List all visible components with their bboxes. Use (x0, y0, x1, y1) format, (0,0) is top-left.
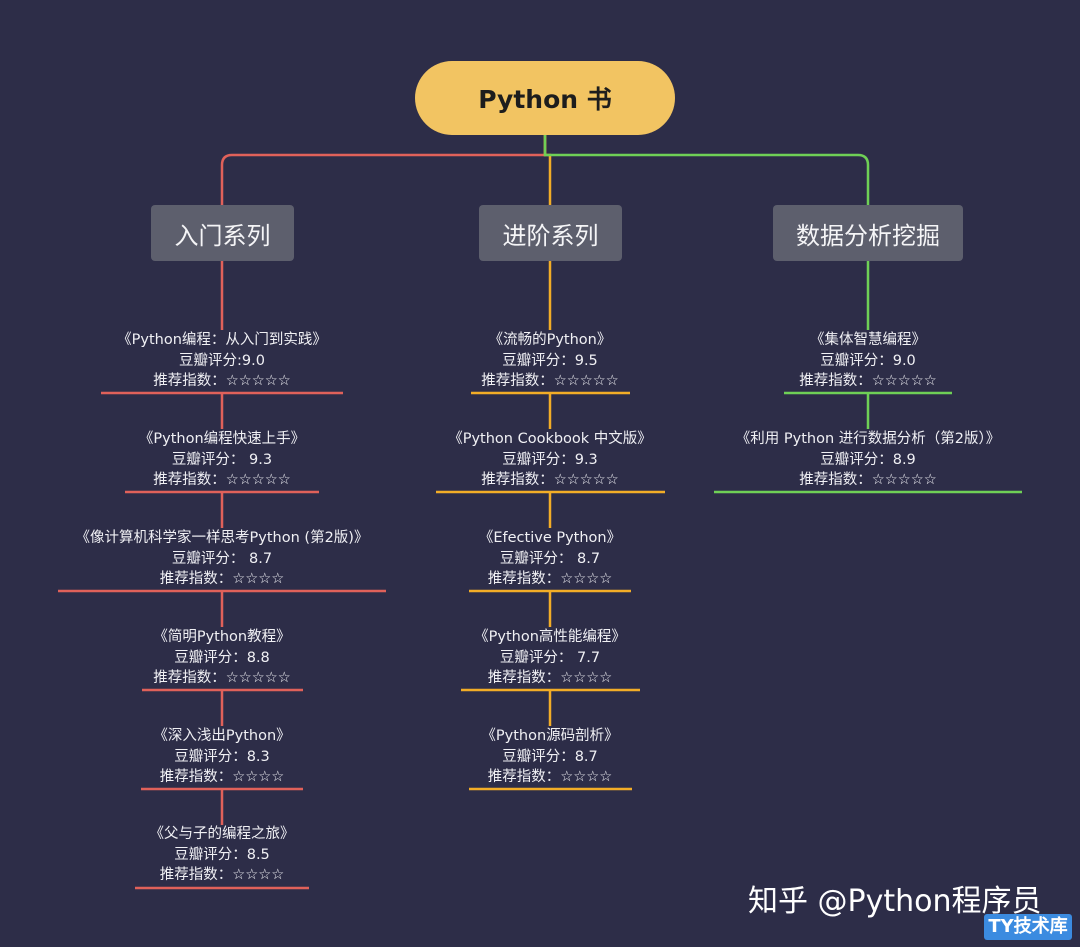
book-rating: 豆瓣评分:9.0 (179, 352, 265, 369)
category-label: 数据分析挖掘 (796, 221, 940, 250)
book-title: 《像计算机科学家一样思考Python (第2版)》 (75, 530, 369, 546)
book-recommendation: 推荐指数：☆☆☆☆☆ (153, 472, 291, 488)
book-title: 《Efective Python》 (478, 530, 622, 546)
root-to-category-connector (543, 135, 870, 205)
book-title: 《Python编程：从入门到实践》 (117, 332, 327, 348)
category-data-analysis: 数据分析挖掘 (773, 205, 963, 261)
book-node: 《像计算机科学家一样思考Python (第2版)》 豆瓣评分： 8.7 推荐指数… (76, 528, 369, 590)
book-node: 《集体智慧编程》 豆瓣评分：9.0 推荐指数：☆☆☆☆☆ (799, 330, 937, 392)
book-rating: 豆瓣评分： 8.7 (499, 550, 601, 567)
book-node: 《Python源码剖析》 豆瓣评分：8.7 推荐指数：☆☆☆☆ (481, 726, 618, 788)
book-title: 《父与子的编程之旅》 (149, 826, 295, 842)
book-node: 《利用 Python 进行数据分析（第2版）》 豆瓣评分：8.9 推荐指数：☆☆… (736, 429, 1000, 491)
book-title: 《Python Cookbook 中文版》 (448, 431, 652, 447)
book-rating: 豆瓣评分： 9.3 (171, 451, 273, 468)
book-node: 《Efective Python》 豆瓣评分： 8.7 推荐指数：☆☆☆☆ (479, 528, 621, 590)
book-recommendation: 推荐指数：☆☆☆☆☆ (799, 472, 937, 488)
book-node: 《深入浅出Python》 豆瓣评分：8.3 推荐指数：☆☆☆☆ (153, 726, 290, 788)
book-title: 《集体智慧编程》 (810, 332, 926, 348)
book-recommendation: 推荐指数：☆☆☆☆ (487, 769, 613, 785)
book-recommendation: 推荐指数：☆☆☆☆ (487, 670, 613, 686)
book-title: 《Python编程快速上手》 (138, 431, 306, 447)
book-rating: 豆瓣评分：8.8 (174, 649, 270, 666)
book-rating: 豆瓣评分： 7.7 (499, 649, 601, 666)
site-tag: TY技术库 (984, 914, 1072, 940)
book-recommendation: 推荐指数：☆☆☆☆☆ (481, 472, 619, 488)
zhihu-watermark: 知乎 @Python程序员 (748, 884, 1042, 919)
root-node: Python 书 (415, 61, 675, 135)
book-recommendation: 推荐指数：☆☆☆☆☆ (153, 670, 291, 686)
book-rating: 豆瓣评分：9.5 (502, 352, 598, 369)
book-rating: 豆瓣评分：8.9 (820, 451, 916, 468)
root-to-category-connector (220, 135, 547, 205)
category-label: 入门系列 (174, 221, 271, 250)
book-title: 《深入浅出Python》 (153, 728, 291, 744)
book-title: 《简明Python教程》 (153, 629, 291, 645)
book-recommendation: 推荐指数：☆☆☆☆ (487, 571, 613, 587)
book-recommendation: 推荐指数：☆☆☆☆ (159, 769, 285, 785)
book-recommendation: 推荐指数：☆☆☆☆ (159, 867, 285, 883)
book-recommendation: 推荐指数：☆☆☆☆☆ (481, 373, 619, 389)
book-title: 《Python源码剖析》 (481, 728, 619, 744)
book-node: 《简明Python教程》 豆瓣评分：8.8 推荐指数：☆☆☆☆☆ (153, 627, 291, 689)
book-rating: 豆瓣评分：8.3 (174, 748, 270, 765)
book-rating: 豆瓣评分：8.7 (502, 748, 598, 765)
book-title: 《流畅的Python》 (488, 332, 612, 348)
book-recommendation: 推荐指数：☆☆☆☆☆ (799, 373, 937, 389)
book-rating: 豆瓣评分：8.5 (174, 846, 270, 863)
category-intro-series: 入门系列 (151, 205, 294, 261)
book-node: 《Python高性能编程》 豆瓣评分： 7.7 推荐指数：☆☆☆☆ (474, 627, 626, 689)
book-node: 《Python编程：从入门到实践》 豆瓣评分:9.0 推荐指数：☆☆☆☆☆ (117, 330, 327, 392)
book-rating: 豆瓣评分：9.0 (820, 352, 916, 369)
root-title: Python 书 (478, 85, 612, 114)
book-node: 《流畅的Python》 豆瓣评分：9.5 推荐指数：☆☆☆☆☆ (481, 330, 619, 392)
book-title: 《利用 Python 进行数据分析（第2版）》 (735, 431, 1001, 447)
book-node: 《Python编程快速上手》 豆瓣评分： 9.3 推荐指数：☆☆☆☆☆ (139, 429, 305, 491)
book-node: 《父与子的编程之旅》 豆瓣评分：8.5 推荐指数：☆☆☆☆ (150, 824, 295, 886)
book-recommendation: 推荐指数：☆☆☆☆☆ (153, 373, 291, 389)
book-title: 《Python高性能编程》 (474, 629, 626, 645)
book-rating: 豆瓣评分： 8.7 (171, 550, 273, 567)
book-recommendation: 推荐指数：☆☆☆☆ (159, 571, 285, 587)
category-label: 进阶系列 (502, 221, 599, 250)
book-rating: 豆瓣评分：9.3 (502, 451, 598, 468)
category-advanced-series: 进阶系列 (479, 205, 622, 261)
book-node: 《Python Cookbook 中文版》 豆瓣评分：9.3 推荐指数：☆☆☆☆… (448, 429, 652, 491)
